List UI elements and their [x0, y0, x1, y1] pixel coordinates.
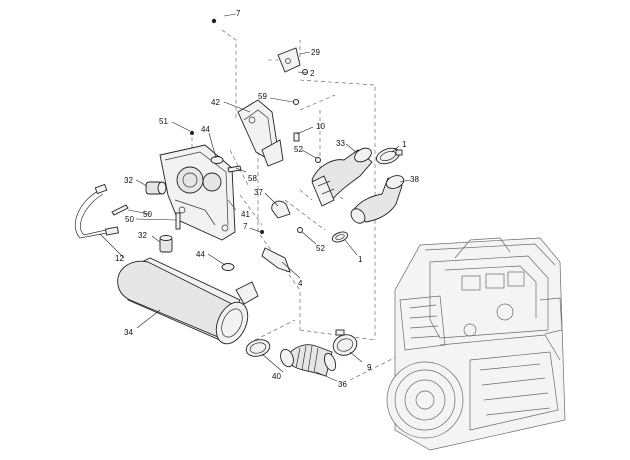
clamp-40: [245, 339, 271, 357]
rubber-mount-lower: [159, 235, 173, 253]
leader-lines: [99, 13, 411, 382]
hose-clamp-upper: [376, 147, 403, 165]
callout-1-upper: 1: [402, 140, 407, 149]
callout-labels: 7 29 2 59 42 51 44 10 33 1 52 58 38 32 3…: [115, 9, 419, 389]
hose-clamp-lower: [331, 231, 349, 243]
clamp-9: [332, 329, 358, 356]
small-bracket: [277, 47, 301, 73]
callout-52-upper: 52: [294, 145, 303, 154]
callout-32-upper: 32: [124, 176, 133, 185]
callout-59: 59: [258, 92, 267, 101]
callout-1-lower: 1: [358, 255, 363, 264]
elbow-pipe-38: [350, 175, 405, 224]
muffler: [117, 257, 259, 345]
muffler-strap: [75, 183, 119, 239]
callout-40: 40: [272, 372, 281, 381]
small-fasteners: [190, 18, 321, 271]
muffler-outlet-pipe: [235, 281, 259, 305]
callout-32-lower: 32: [138, 231, 147, 240]
rubber-mount-upper: [145, 181, 167, 195]
callout-12: 12: [115, 254, 124, 263]
callout-50-upper: 50: [143, 210, 152, 219]
muffler-bracket: [159, 144, 236, 241]
clip-4: [261, 247, 291, 273]
callout-9: 9: [367, 363, 372, 372]
callout-58: 58: [248, 174, 257, 183]
support-bracket: [237, 99, 284, 167]
callout-33: 33: [336, 139, 345, 148]
callout-44-lower: 44: [196, 250, 205, 259]
bolts-50: [111, 204, 181, 230]
clamp-37: [271, 200, 291, 219]
callout-7-lower: 7: [243, 222, 248, 231]
callout-50-lower: 50: [125, 215, 134, 224]
callout-34: 34: [124, 328, 133, 337]
callout-7-top: 7: [236, 9, 241, 18]
callout-52-lower: 52: [316, 244, 325, 253]
callout-36: 36: [338, 380, 347, 389]
callout-29: 29: [311, 48, 320, 57]
engine-block: [386, 237, 566, 451]
flywheel-housing: [386, 361, 464, 439]
callout-37: 37: [254, 188, 263, 197]
elbow-pipe-33: [311, 147, 373, 207]
callout-42: 42: [211, 98, 220, 107]
callout-10: 10: [316, 122, 325, 131]
callout-51: 51: [159, 117, 168, 126]
callout-38: 38: [410, 175, 419, 184]
callout-2: 2: [310, 69, 315, 78]
callout-4: 4: [298, 279, 303, 288]
flex-pipe-36: [280, 344, 337, 377]
callout-41: 41: [241, 210, 250, 219]
callout-44-upper: 44: [201, 125, 210, 134]
